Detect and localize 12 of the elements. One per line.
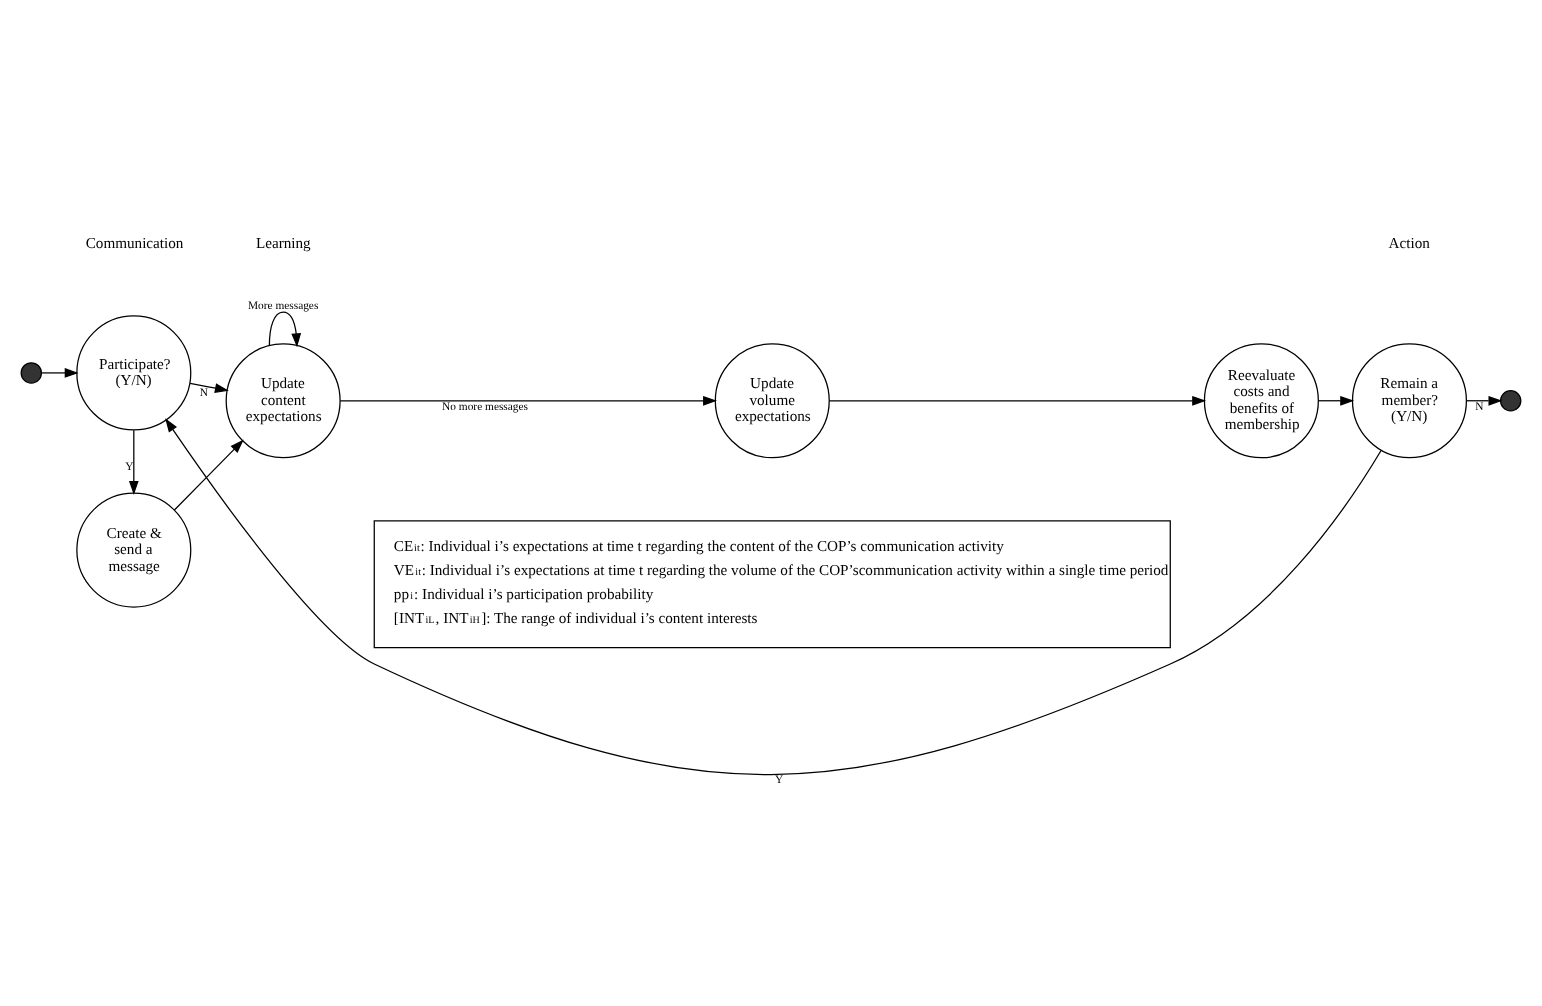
arrow — [339, 394, 717, 405]
node-circle — [1499, 389, 1522, 411]
arrow — [40, 367, 79, 377]
arrow — [189, 381, 229, 392]
arrow — [1317, 394, 1355, 405]
arrow — [268, 310, 302, 347]
arrow — [128, 428, 139, 494]
arrow — [165, 417, 1382, 775]
node-circle — [20, 361, 43, 383]
arrow — [1465, 394, 1503, 405]
arrow — [173, 438, 244, 510]
arrow — [828, 394, 1207, 405]
